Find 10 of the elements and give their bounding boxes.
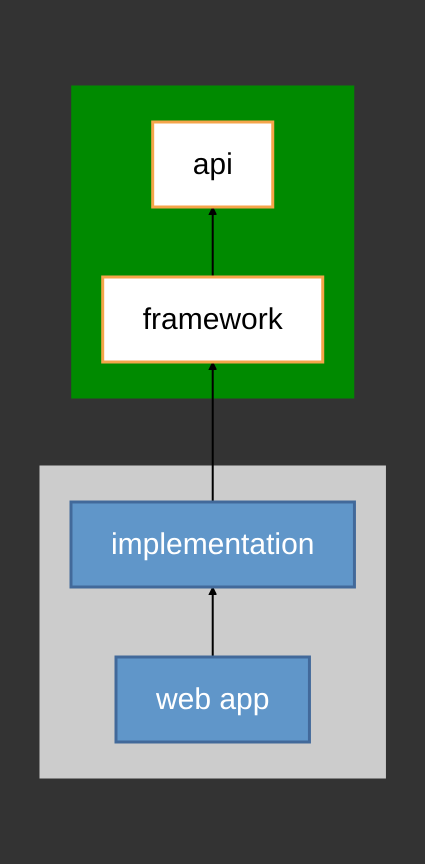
node-box xyxy=(150,120,274,208)
arrow xyxy=(208,362,217,502)
arrow xyxy=(208,586,217,657)
node-box xyxy=(114,656,311,744)
diagram: api framework implementation web app xyxy=(32,79,392,785)
cluster xyxy=(70,86,354,398)
node-box xyxy=(69,500,356,588)
node-box xyxy=(100,276,324,364)
arrow xyxy=(208,206,217,277)
cluster xyxy=(39,466,386,778)
